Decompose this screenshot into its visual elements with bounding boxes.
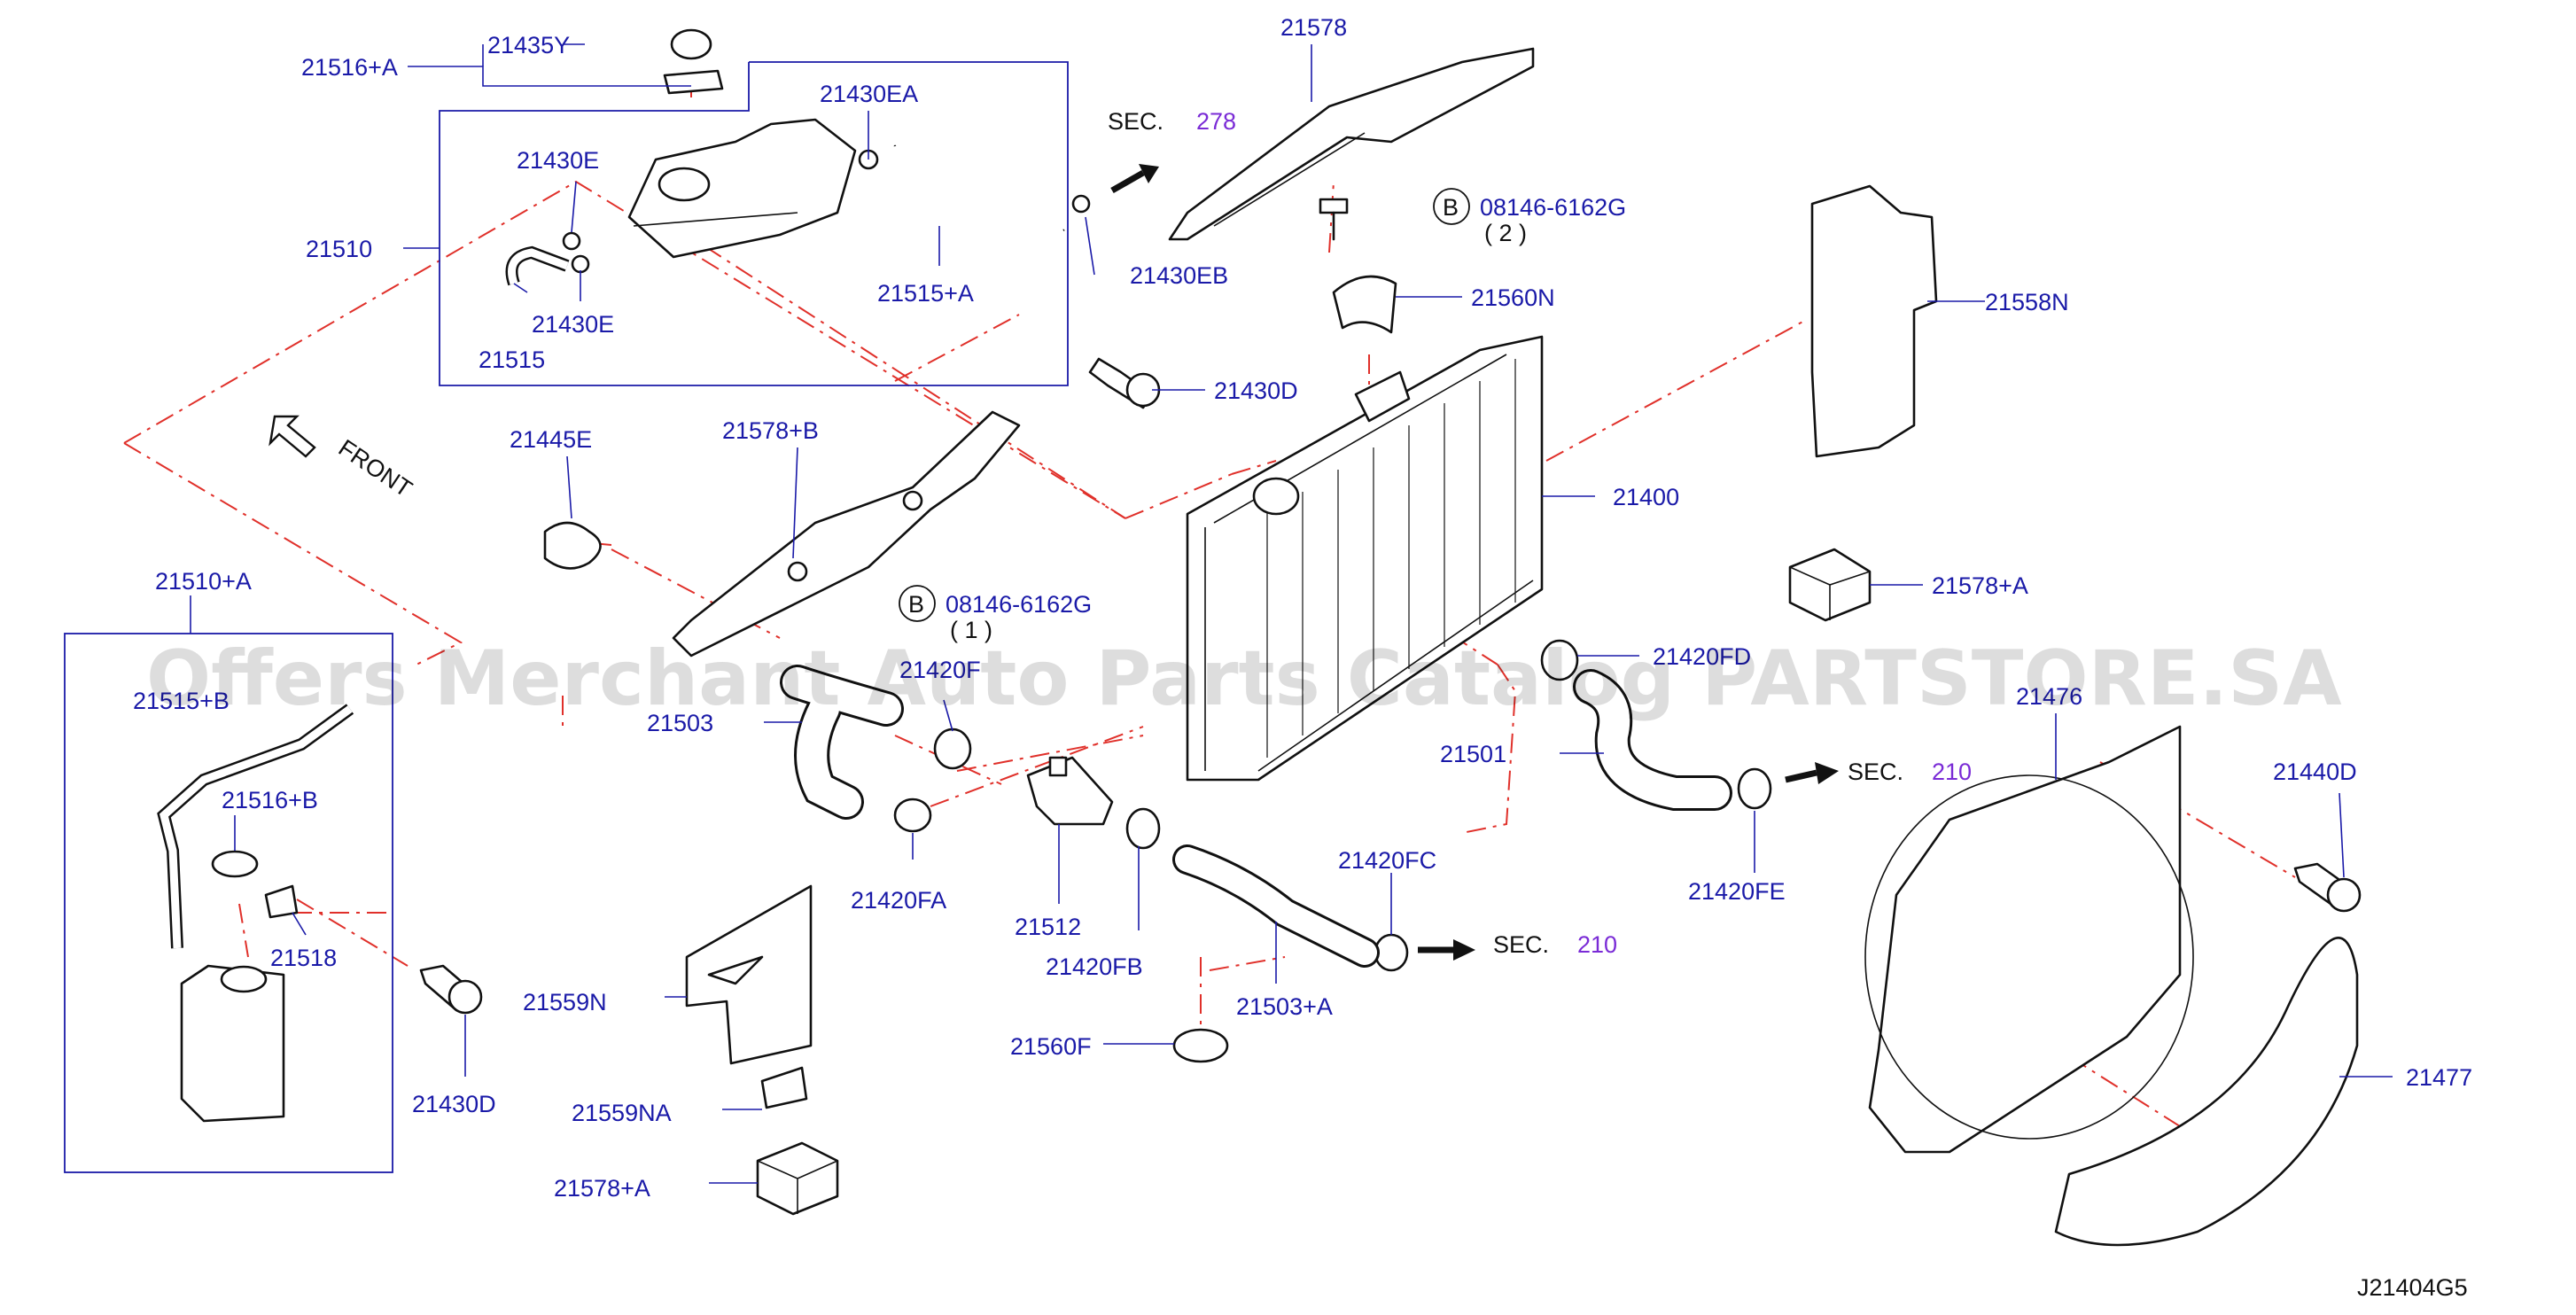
label-21477[interactable]: 21477 bbox=[2406, 1064, 2472, 1091]
label-21430d-upper[interactable]: 21430D bbox=[1214, 377, 1298, 404]
label-21560n[interactable]: 21560N bbox=[1471, 284, 1555, 311]
side-panel-21559n bbox=[685, 884, 813, 1065]
leader-lines bbox=[190, 43, 2393, 1184]
callout-quantity: ( 2 ) bbox=[1484, 220, 1527, 246]
callout-letter: B bbox=[1443, 194, 1459, 221]
bolt-21440d bbox=[2293, 862, 2362, 913]
callout-quantity: ( 1 ) bbox=[950, 617, 992, 643]
label-21430ea[interactable]: 21430EA bbox=[820, 81, 918, 107]
sec-210-arrow-right bbox=[1785, 762, 1839, 784]
label-21420fe[interactable]: 21420FE bbox=[1688, 878, 1786, 905]
seal-block-21578a-right bbox=[1788, 548, 1872, 622]
hose-21515b bbox=[157, 704, 354, 949]
label-21559na[interactable]: 21559NA bbox=[572, 1100, 672, 1126]
diagram-code: J21404G5 bbox=[2357, 1274, 2468, 1301]
label-21512[interactable]: 21512 bbox=[1015, 914, 1081, 940]
label-21558n[interactable]: 21558N bbox=[1985, 289, 2069, 315]
hose-21503a bbox=[1172, 844, 1380, 968]
upper-air-guide-21578 bbox=[1168, 47, 1535, 241]
front-label: FRONT bbox=[334, 434, 417, 502]
label-21559n[interactable]: 21559N bbox=[523, 989, 607, 1015]
callout-part-number: 08146-6162G bbox=[946, 591, 1092, 618]
label-21420f[interactable]: 21420F bbox=[899, 657, 981, 683]
label-21430e-lower[interactable]: 21430E bbox=[532, 311, 614, 338]
bolt-21430d-upper bbox=[1088, 357, 1161, 409]
sec-number: 210 bbox=[1932, 759, 1972, 785]
label-21503[interactable]: 21503 bbox=[647, 710, 713, 736]
label-21430d-lower[interactable]: 21430D bbox=[412, 1091, 496, 1117]
sec-278-arrow bbox=[1110, 164, 1159, 194]
callout-part-number: 08146-6162G bbox=[1480, 194, 1626, 221]
seal-21559na bbox=[760, 1066, 808, 1109]
label-21501[interactable]: 21501 bbox=[1440, 741, 1506, 767]
section-ref-210-bottom: SEC. 210 bbox=[1493, 931, 1617, 958]
sec-label: SEC. bbox=[1108, 108, 1163, 135]
label-21503a[interactable]: 21503+A bbox=[1236, 993, 1333, 1020]
label-21476[interactable]: 21476 bbox=[2016, 683, 2082, 710]
hose-21501 bbox=[1573, 669, 1732, 811]
label-21440d[interactable]: 21440D bbox=[2273, 759, 2357, 785]
hose-21515 bbox=[505, 245, 570, 286]
label-21578[interactable]: 21578 bbox=[1280, 14, 1347, 41]
bracket-21518 bbox=[264, 884, 299, 919]
label-21515a[interactable]: 21515+A bbox=[877, 280, 974, 307]
reservoir-tank-21510 bbox=[627, 118, 857, 259]
section-ref-210-right: SEC. 210 bbox=[1848, 759, 1972, 785]
watermark: Offers Merchant Auto Parts Catalog PARTS… bbox=[146, 634, 2342, 723]
label-21515[interactable]: 21515 bbox=[479, 346, 545, 373]
label-21578b[interactable]: 21578+B bbox=[722, 417, 819, 444]
pipe-21512 bbox=[1026, 756, 1114, 826]
cap-21516b bbox=[211, 850, 259, 878]
sec-number: 210 bbox=[1577, 931, 1617, 958]
label-21420fc[interactable]: 21420FC bbox=[1338, 847, 1436, 874]
bracket-21560n bbox=[1332, 275, 1397, 334]
label-21518[interactable]: 21518 bbox=[270, 945, 337, 971]
callout-letter: B bbox=[908, 591, 924, 618]
bolt-08146-upper bbox=[1319, 198, 1349, 241]
label-21510[interactable]: 21510 bbox=[306, 236, 372, 262]
section-ref-278: SEC. 278 bbox=[1108, 108, 1236, 135]
label-21516a[interactable]: 21516+A bbox=[301, 54, 398, 81]
label-21560f[interactable]: 21560F bbox=[1010, 1033, 1092, 1060]
bolt-callout-upper: B 08146-6162G ( 2 ) bbox=[1433, 188, 1626, 246]
reservoir-tank-21510a bbox=[180, 964, 285, 1123]
label-21430eb[interactable]: 21430EB bbox=[1130, 262, 1228, 289]
grommet-21445e bbox=[543, 521, 602, 570]
label-21578a-right[interactable]: 21578+A bbox=[1932, 572, 2028, 599]
front-direction-indicator: FRONT bbox=[268, 415, 417, 502]
label-21420fd[interactable]: 21420FD bbox=[1653, 643, 1751, 670]
lower-shroud-21477 bbox=[2054, 937, 2359, 1247]
hose-21503 bbox=[780, 665, 904, 820]
clamps-21420 bbox=[893, 639, 1772, 972]
label-21516b[interactable]: 21516+B bbox=[222, 787, 318, 813]
label-21400[interactable]: 21400 bbox=[1613, 484, 1679, 510]
hose-21515a bbox=[891, 144, 1066, 248]
grommet-21560f bbox=[1172, 1028, 1229, 1063]
label-21515b[interactable]: 21515+B bbox=[133, 688, 230, 714]
radiator-21400 bbox=[1186, 335, 1544, 782]
part-labels[interactable]: 21516+A 21435Y 21430EA 21430E 21510 2143… bbox=[133, 14, 2472, 1202]
sec-number: 278 bbox=[1196, 108, 1236, 135]
seal-block-21578a-lower bbox=[756, 1141, 839, 1216]
label-21420fa[interactable]: 21420FA bbox=[851, 887, 946, 914]
sec-label: SEC. bbox=[1493, 931, 1549, 958]
label-21435y[interactable]: 21435Y bbox=[487, 32, 570, 58]
sec-label: SEC. bbox=[1848, 759, 1903, 785]
bolt-callout-lower: B 08146-6162G ( 1 ) bbox=[899, 585, 1092, 643]
side-air-guide-21558n bbox=[1810, 184, 1938, 458]
label-21510a[interactable]: 21510+A bbox=[155, 568, 252, 595]
label-21578a-lower[interactable]: 21578+A bbox=[554, 1175, 650, 1202]
label-21420fb[interactable]: 21420FB bbox=[1046, 953, 1143, 980]
label-21430e-upper[interactable]: 21430E bbox=[517, 147, 599, 174]
reservoir-cap-21435y bbox=[663, 28, 724, 95]
group-boxes bbox=[64, 61, 1069, 1173]
sec-210-arrow-bottom bbox=[1418, 939, 1475, 961]
label-21445e[interactable]: 21445E bbox=[510, 426, 592, 453]
bolt-21430d-lower bbox=[419, 964, 483, 1015]
fan-shroud-21476 bbox=[1864, 725, 2194, 1154]
